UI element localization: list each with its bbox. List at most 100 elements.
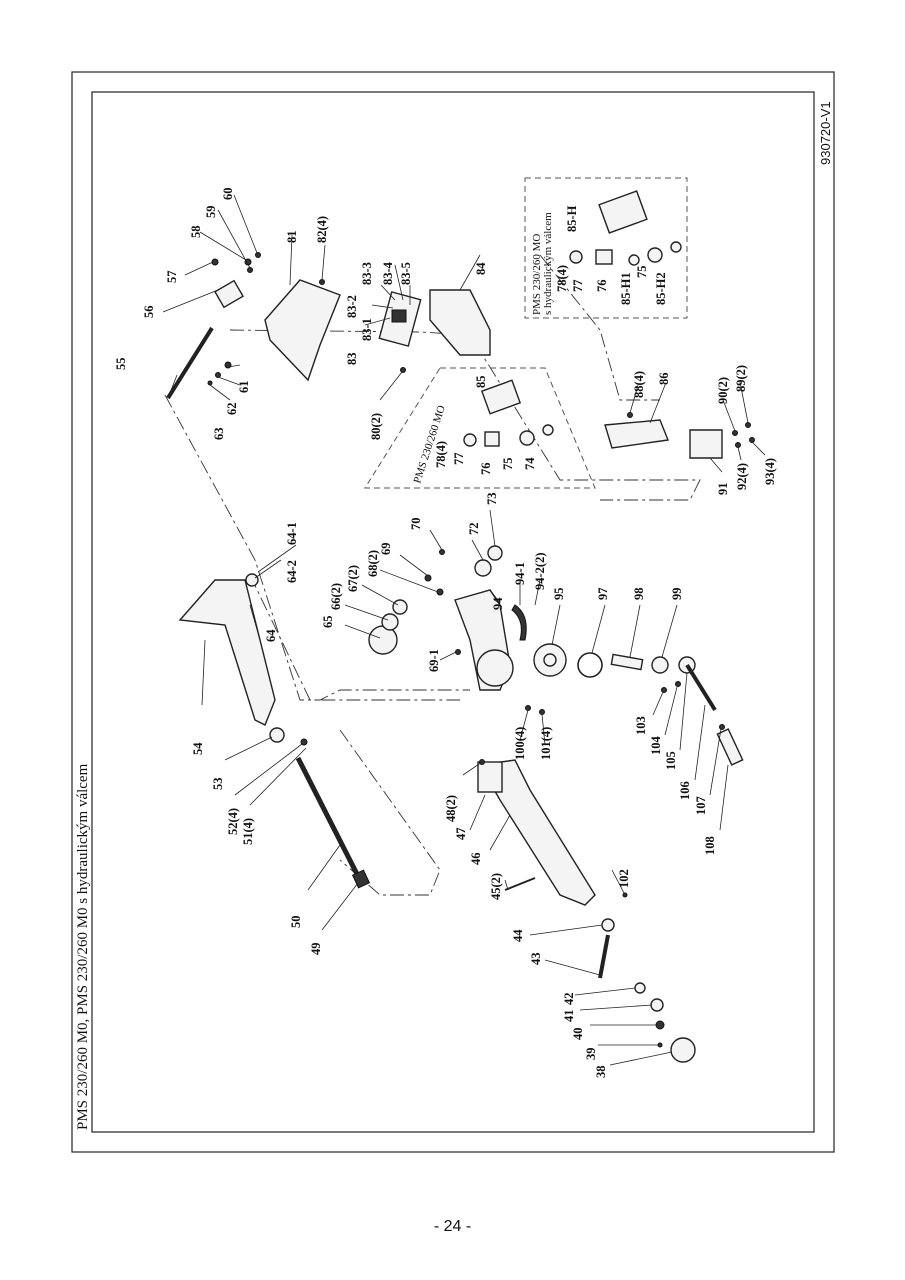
plate-85 <box>480 379 522 415</box>
block-91 <box>689 429 723 459</box>
label-78: 78(4) <box>434 441 448 468</box>
label-86: 86 <box>657 373 671 386</box>
slide-46 <box>478 759 596 906</box>
label-39: 39 <box>584 1048 598 1061</box>
drawing-code: 930720-V1 <box>818 101 833 165</box>
key-39 <box>657 1042 663 1048</box>
part-75 <box>519 430 535 446</box>
label-63: 63 <box>212 428 226 441</box>
ring-97 <box>577 652 603 678</box>
label-83: 83 <box>345 353 359 366</box>
handle-43 <box>598 934 610 979</box>
label-47: 47 <box>454 828 468 841</box>
label-108: 108 <box>703 836 717 855</box>
label-107: 107 <box>694 796 708 815</box>
page-title: PMS 230/260 M0, PMS 230/260 M0 s hydraul… <box>75 763 91 1130</box>
label-105: 105 <box>664 751 678 770</box>
label-69: 69 <box>379 543 393 556</box>
part-102 <box>622 892 628 898</box>
label-93: 93(4) <box>763 458 777 485</box>
bearing-67 <box>392 599 408 615</box>
part-77-h <box>569 250 583 264</box>
plate-47 <box>477 761 503 793</box>
label-hyd-77: 77 <box>571 280 585 293</box>
part-93 <box>749 437 755 443</box>
label-91: 91 <box>716 483 730 496</box>
inset-box-pms <box>364 367 596 489</box>
outer-frame <box>71 71 835 1153</box>
box-84 <box>429 289 491 356</box>
label-49: 49 <box>309 943 323 956</box>
part-41 <box>650 998 664 1012</box>
label-69-1: 69-1 <box>427 649 441 672</box>
label-56: 56 <box>142 306 156 319</box>
rod-55 <box>166 326 214 400</box>
lever-106 <box>685 663 717 712</box>
label-44: 44 <box>511 929 525 942</box>
part-64-2 <box>245 573 259 587</box>
part-63 <box>207 380 213 386</box>
label-57: 57 <box>165 271 179 284</box>
part-74 <box>542 424 554 436</box>
inner-frame <box>91 91 815 1133</box>
label-83-3: 83-3 <box>360 262 374 285</box>
part-76-h <box>595 249 613 265</box>
washer-59 <box>247 267 253 273</box>
label-83-2: 83-2 <box>345 295 359 318</box>
housing-94-bore <box>476 649 514 687</box>
label-81: 81 <box>285 231 299 244</box>
label-92: 92(4) <box>735 463 749 490</box>
cover-81 <box>264 279 341 382</box>
part-42 <box>634 982 646 994</box>
part-83-4 <box>391 309 407 323</box>
label-85: 85 <box>474 376 488 389</box>
label-90: 90(2) <box>716 377 730 404</box>
inset-caption-hyd-line2: s hydraulickým válcem <box>542 212 554 315</box>
screw-82 <box>319 279 325 285</box>
label-38: 38 <box>594 1066 608 1079</box>
assembly-line <box>164 394 470 701</box>
label-41: 41 <box>562 1010 576 1023</box>
label-84: 84 <box>474 262 488 275</box>
wheel-95-hub <box>543 653 557 667</box>
part-85-h2 <box>670 241 682 253</box>
part-labels: 38 39 40 41 42 43 44 45(2) 46 47 48(2) 4… <box>114 188 777 1079</box>
screw-88 <box>627 412 633 418</box>
leadscrew-50 <box>295 756 363 882</box>
part-76 <box>484 431 500 447</box>
part-89 <box>745 422 751 428</box>
assembly-line <box>229 329 701 501</box>
assembly-line <box>539 254 660 401</box>
part-40 <box>655 1020 665 1030</box>
label-43: 43 <box>529 953 543 966</box>
pin-57 <box>211 258 219 266</box>
label-50: 50 <box>289 916 303 929</box>
label-61: 61 <box>237 381 251 394</box>
part-94-1 <box>511 604 527 641</box>
label-40: 40 <box>571 1028 585 1041</box>
label-51: 51(4) <box>241 818 255 845</box>
plate-85-h <box>598 190 648 234</box>
label-88: 88(4) <box>632 371 646 398</box>
part-99 <box>651 656 669 674</box>
inset-caption-hyd-line1: PMS 230/260 MO <box>531 234 543 315</box>
label-55: 55 <box>114 358 128 371</box>
label-46: 46 <box>469 853 483 866</box>
label-82: 82(4) <box>315 216 329 243</box>
handle-108 <box>716 728 744 766</box>
screw-60 <box>255 252 261 258</box>
label-hyd-75: 75 <box>635 266 649 279</box>
screw-45 <box>504 877 536 891</box>
part-92 <box>735 442 741 448</box>
label-89: 89(2) <box>734 365 748 392</box>
label-74: 74 <box>523 457 537 470</box>
part-73 <box>487 545 503 561</box>
part-72 <box>474 559 492 577</box>
assembly-line <box>249 574 460 701</box>
label-64-1: 64-1 <box>285 522 299 545</box>
label-83-4: 83-4 <box>381 261 395 285</box>
page-number: - 24 - <box>433 1218 472 1235</box>
leader-lines <box>162 194 766 1066</box>
label-80: 80(2) <box>369 413 383 440</box>
